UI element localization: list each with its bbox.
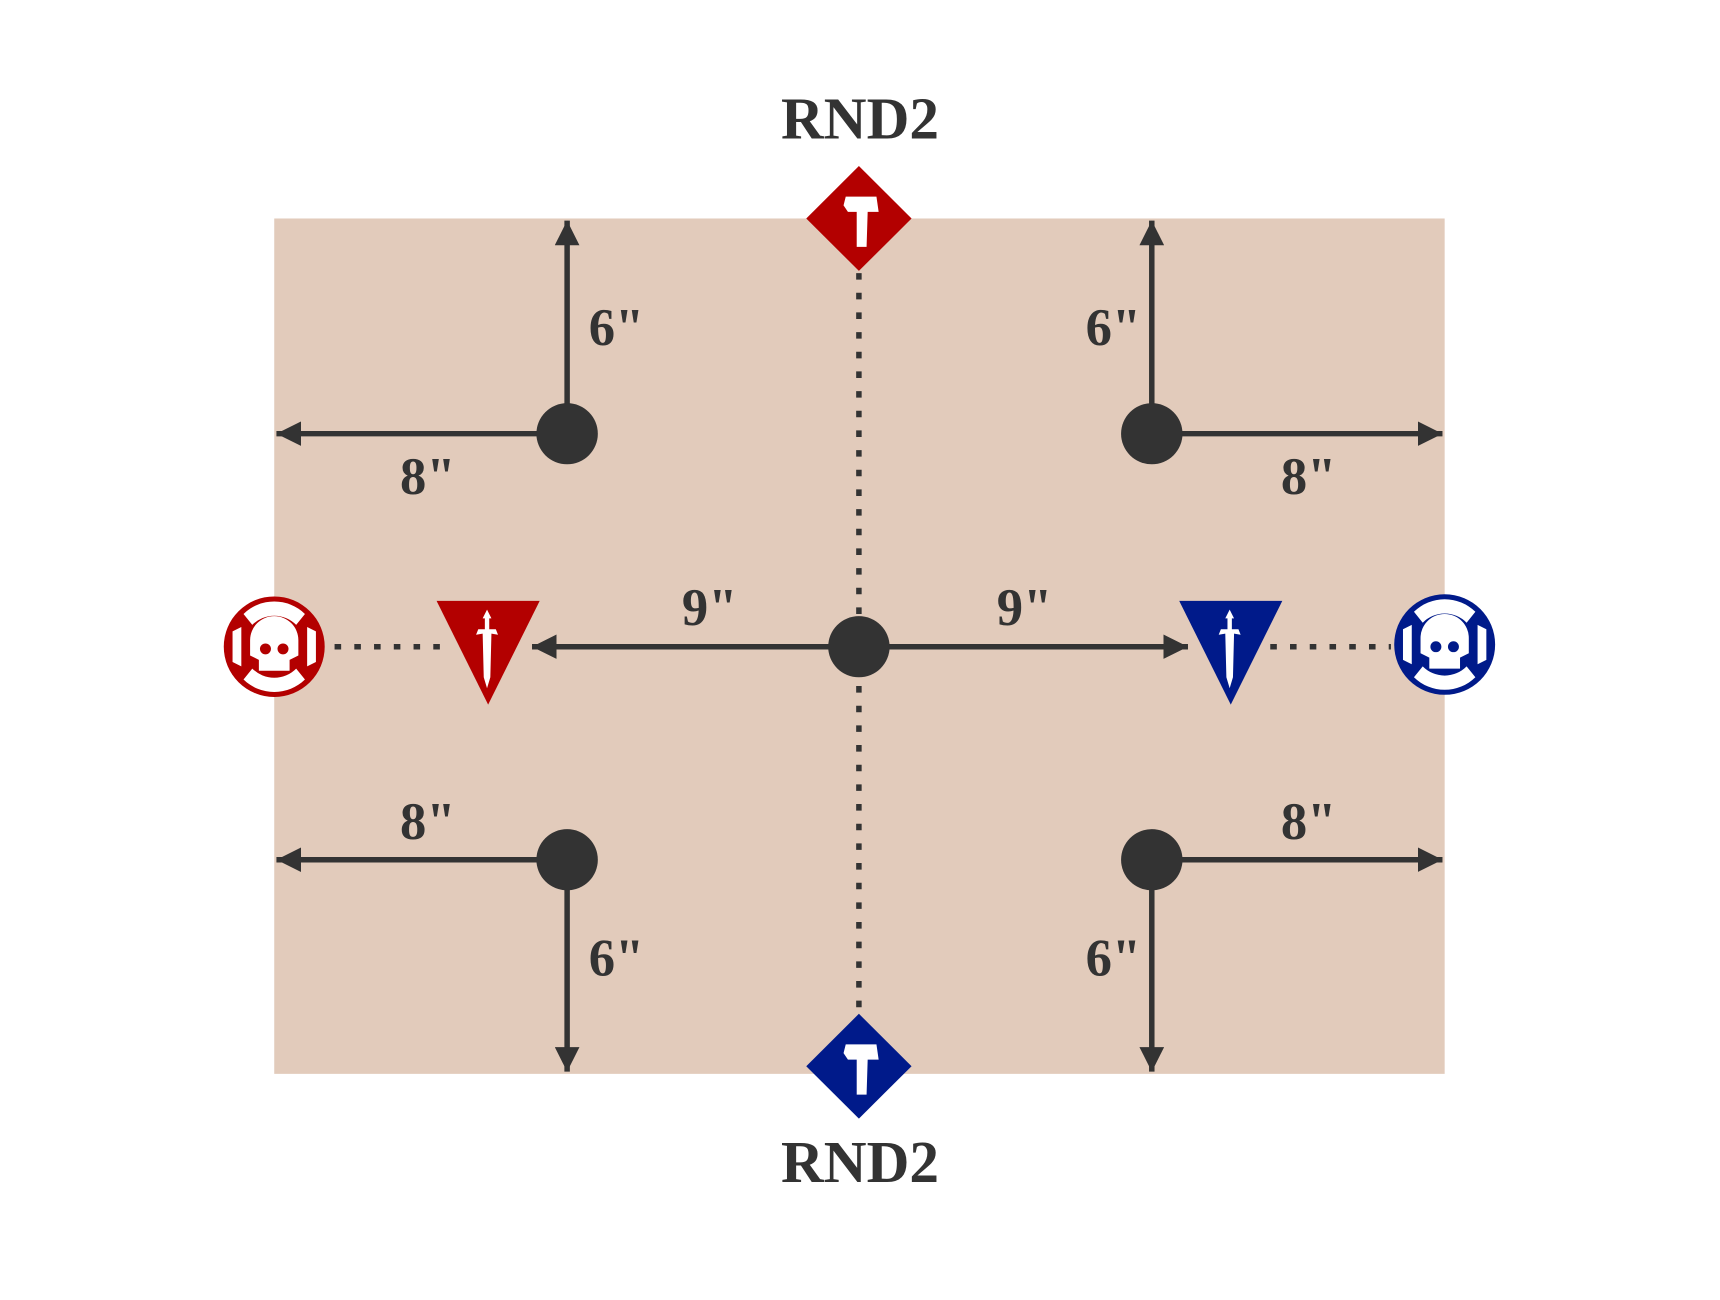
label-center-right: 9" — [997, 579, 1053, 637]
center-point — [828, 616, 890, 678]
dotted-lines — [334, 273, 1391, 1016]
point-br — [1121, 829, 1183, 891]
label-br-down: 6" — [1086, 930, 1142, 988]
point-tl — [536, 403, 598, 465]
label-bl-down: 6" — [589, 930, 645, 988]
point-tr — [1121, 403, 1183, 465]
blue-deploy-marker — [1179, 600, 1283, 705]
bottom-round-label: RND2 — [781, 1129, 939, 1195]
red-deploy-marker — [436, 600, 540, 705]
label-tl-up: 6" — [589, 299, 645, 357]
label-center-left: 9" — [682, 579, 738, 637]
point-bl — [536, 829, 598, 891]
red-player-token — [223, 596, 325, 697]
label-tr-up: 6" — [1086, 299, 1142, 357]
blue-player-token — [1394, 594, 1496, 695]
blue-objective-marker — [806, 1013, 912, 1119]
top-round-label: RND2 — [781, 86, 939, 152]
label-br-right: 8" — [1281, 793, 1337, 851]
label-tl-left: 8" — [400, 448, 456, 506]
label-tr-right: 8" — [1281, 448, 1337, 506]
label-bl-left: 8" — [400, 793, 456, 851]
red-objective-marker — [806, 166, 912, 271]
